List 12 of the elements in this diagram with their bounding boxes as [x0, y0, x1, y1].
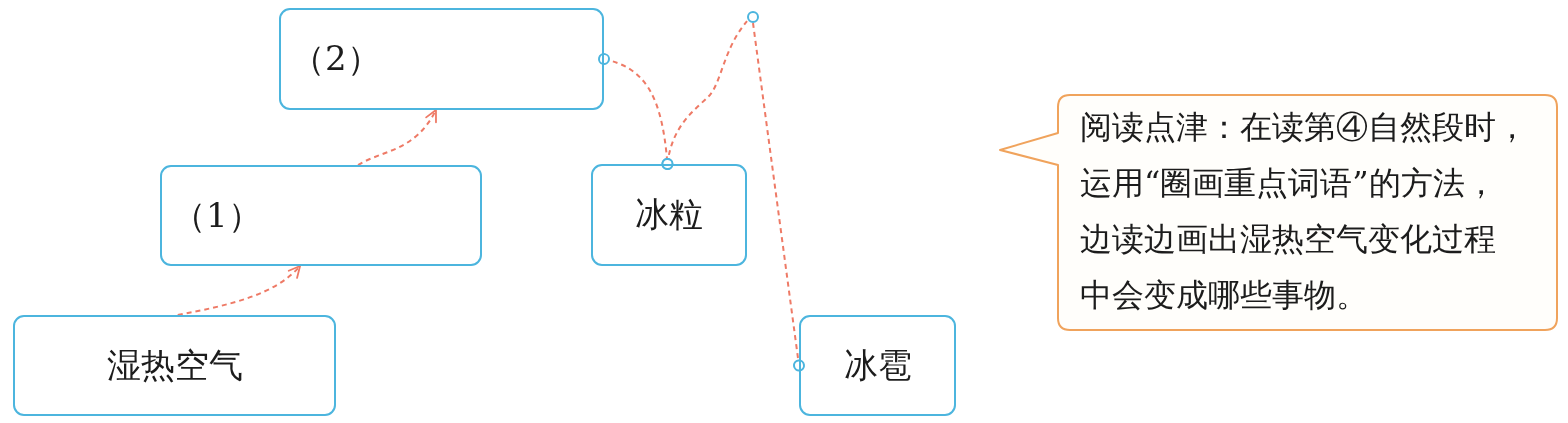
process-box: 冰粒	[591, 164, 747, 266]
callout-text: 阅读点津：在读第④自然段时，运用“圈画重点词语”的方法，边读边画出湿热空气变化过程中会变成哪些事物。	[1080, 107, 1528, 316]
speech-bubble	[998, 93, 1560, 333]
answer-box: （1）	[160, 165, 482, 266]
dashed-arrow	[357, 109, 437, 166]
answer-box: （2）	[279, 8, 604, 110]
process-box: 湿热空气	[13, 315, 336, 416]
small-circle	[747, 11, 759, 23]
process-box: 冰雹	[799, 315, 956, 416]
dashed-connector	[661, 20, 748, 170]
dashed-arrow	[176, 265, 302, 316]
dashed-connector	[752, 22, 805, 372]
